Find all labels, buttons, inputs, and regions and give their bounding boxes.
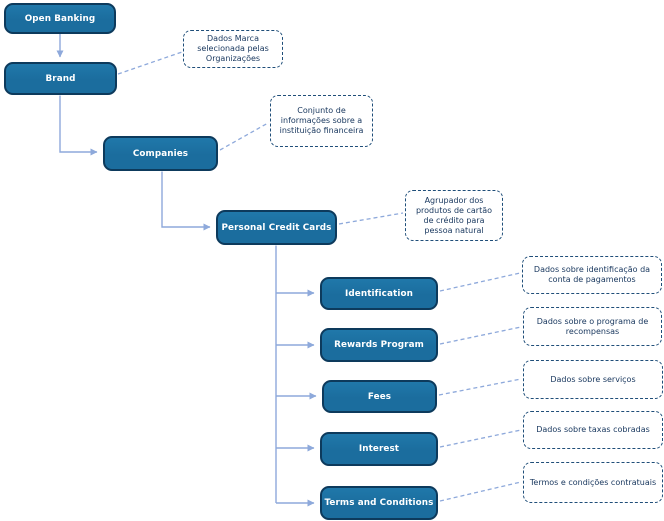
connector-brand-companies: [59, 95, 98, 156]
note-terms-and-conditions: Termos e condições contratuais: [523, 462, 663, 503]
node-companies: Companies: [103, 136, 218, 171]
note-interest: Dados sobre taxas cobradas: [523, 411, 663, 449]
node-rewards-program: Rewards Program: [320, 328, 438, 362]
node-brand: Brand: [4, 62, 117, 95]
note-brand: Dados Marca selecionada pelas Organizaçõ…: [183, 30, 283, 68]
callout-line-brand: [117, 51, 183, 75]
callout-line-interest: [439, 429, 522, 448]
node-fees: Fees: [322, 380, 437, 413]
connector-companies-personalcreditcards: [161, 171, 211, 231]
callout-line-companies: [219, 122, 269, 151]
node-open-banking: Open Banking: [4, 3, 116, 34]
node-terms-and-conditions: Terms and Conditions: [320, 486, 438, 520]
node-interest: Interest: [320, 432, 438, 466]
callout-line-identification: [439, 272, 521, 292]
callout-line-fees: [438, 378, 522, 396]
callout-line-personal-credit-cards: [338, 212, 404, 225]
callout-line-rewards-program: [439, 326, 522, 345]
note-rewards-program: Dados sobre o programa de recompensas: [523, 307, 662, 346]
note-personal-credit-cards: Agrupador dos produtos de cartão de créd…: [405, 190, 503, 241]
node-personal-credit-cards: Personal Credit Cards: [216, 210, 337, 245]
note-companies: Conjunto de informações sobre a institui…: [270, 95, 373, 147]
note-identification: Dados sobre identificação da conta de pa…: [522, 256, 662, 294]
note-fees: Dados sobre serviços: [523, 360, 663, 399]
node-identification: Identification: [320, 277, 438, 310]
callout-line-terms-and-conditions: [439, 481, 522, 502]
